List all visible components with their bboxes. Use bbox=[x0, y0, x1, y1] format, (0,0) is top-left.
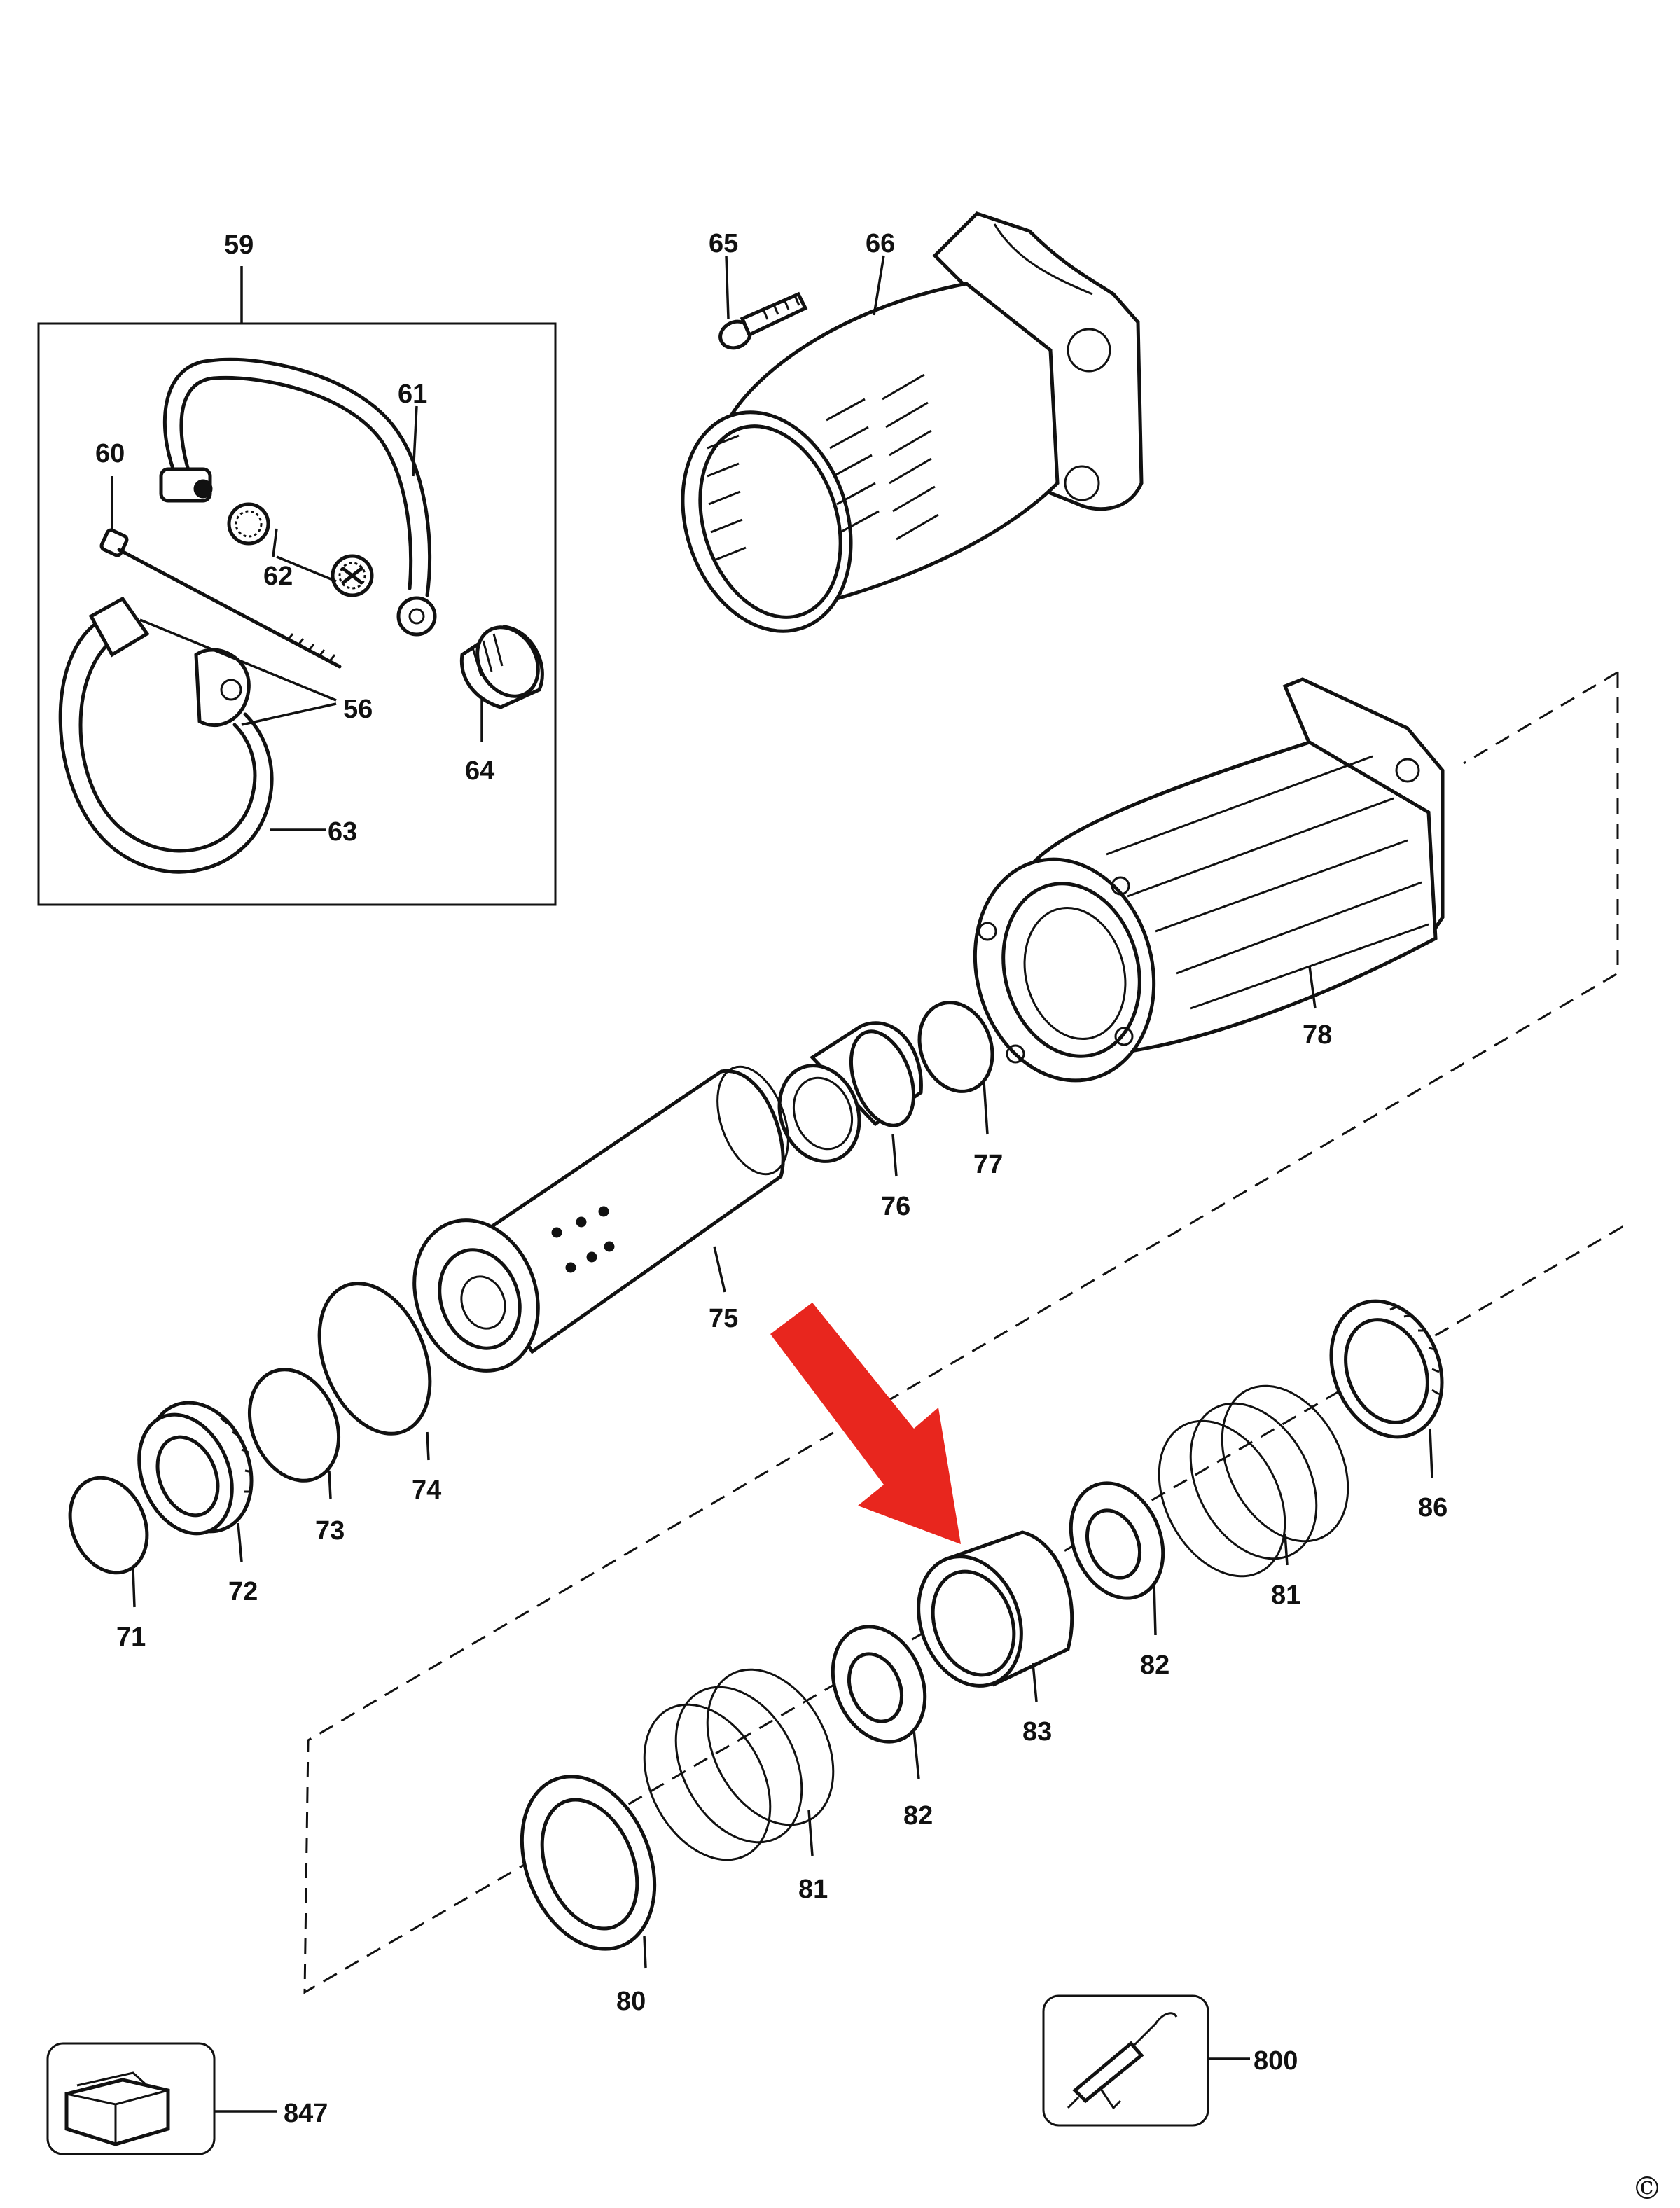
leader-75 bbox=[713, 1246, 726, 1293]
label-60[interactable]: 60 bbox=[95, 439, 125, 468]
label-847[interactable]: 847 bbox=[284, 2099, 328, 2128]
label-86[interactable]: 86 bbox=[1418, 1493, 1448, 1522]
part-64-knob[interactable] bbox=[459, 616, 550, 709]
label-71[interactable]: 71 bbox=[116, 1623, 146, 1652]
part-82-washer-right[interactable] bbox=[1055, 1469, 1180, 1612]
label-76[interactable]: 76 bbox=[881, 1192, 910, 1221]
label-73[interactable]: 73 bbox=[315, 1516, 345, 1546]
part-800-grease-gun[interactable] bbox=[1042, 1994, 1209, 2127]
label-61[interactable]: 61 bbox=[398, 380, 427, 409]
leader-81-right bbox=[1284, 1533, 1289, 1566]
label-78[interactable]: 78 bbox=[1303, 1020, 1332, 1050]
part-81-spring-left[interactable] bbox=[619, 1648, 859, 1881]
part-81-spring-right[interactable] bbox=[1134, 1364, 1373, 1597]
part-86-ring-nut[interactable] bbox=[1312, 1284, 1462, 1454]
part-74-o-ring[interactable] bbox=[298, 1267, 450, 1450]
leader-78 bbox=[1308, 966, 1317, 1009]
leader-76 bbox=[891, 1134, 898, 1177]
part-60-long-bolt[interactable] bbox=[99, 528, 342, 669]
part-76-sleeve[interactable] bbox=[766, 1021, 925, 1173]
part-73-o-ring[interactable] bbox=[234, 1356, 355, 1494]
highlight-arrow bbox=[770, 1303, 961, 1544]
label-65[interactable]: 65 bbox=[709, 229, 738, 258]
label-72[interactable]: 72 bbox=[228, 1577, 258, 1606]
part-65-screw[interactable] bbox=[716, 291, 808, 353]
part-78-motor-housing[interactable] bbox=[951, 677, 1445, 1101]
side-handle-kit-box bbox=[37, 322, 557, 906]
leader-86 bbox=[1429, 1428, 1433, 1478]
part-63-clamp-band[interactable] bbox=[58, 596, 274, 874]
label-66[interactable]: 66 bbox=[866, 229, 895, 258]
label-56[interactable]: 56 bbox=[343, 695, 373, 724]
leader-82-right bbox=[1153, 1582, 1157, 1636]
part-77-o-ring[interactable] bbox=[908, 992, 1004, 1102]
copyright-mark: © bbox=[1632, 2171, 1662, 2207]
part-82-washer-left[interactable] bbox=[817, 1613, 942, 1756]
label-63[interactable]: 63 bbox=[328, 817, 357, 847]
leader-74 bbox=[426, 1431, 430, 1461]
leader-81-left bbox=[807, 1810, 814, 1856]
label-800[interactable]: 800 bbox=[1254, 2046, 1298, 2076]
label-81-right[interactable]: 81 bbox=[1271, 1581, 1300, 1610]
part-80-seal-ring[interactable] bbox=[497, 1756, 679, 1969]
label-82-left[interactable]: 82 bbox=[903, 1801, 933, 1831]
part-75-cylinder-tube[interactable] bbox=[394, 1057, 802, 1388]
leader-66 bbox=[873, 255, 885, 316]
label-82-right[interactable]: 82 bbox=[1140, 1651, 1169, 1680]
part-66-cage-housing[interactable] bbox=[655, 211, 1144, 653]
leader-61 bbox=[412, 405, 418, 477]
part-72-threaded-ring[interactable] bbox=[123, 1387, 270, 1548]
label-59[interactable]: 59 bbox=[224, 230, 254, 260]
label-77[interactable]: 77 bbox=[973, 1150, 1003, 1179]
leader-83 bbox=[1032, 1662, 1038, 1702]
part-83-bushing[interactable] bbox=[901, 1530, 1074, 1700]
leader-65 bbox=[725, 255, 730, 319]
leader-71 bbox=[132, 1568, 136, 1608]
leader-82-left bbox=[912, 1729, 920, 1779]
part-61-handle-loop[interactable] bbox=[159, 357, 437, 637]
leader-73 bbox=[328, 1470, 332, 1499]
label-64[interactable]: 64 bbox=[465, 756, 494, 786]
part-71-o-ring[interactable] bbox=[57, 1466, 161, 1585]
label-80[interactable]: 80 bbox=[616, 1987, 646, 2016]
leader-62 bbox=[272, 528, 337, 583]
leader-56 bbox=[139, 618, 337, 726]
part-62-toothed-washers[interactable] bbox=[227, 502, 374, 597]
part-847-tool-box[interactable] bbox=[46, 2042, 216, 2155]
label-81-left[interactable]: 81 bbox=[798, 1875, 828, 1904]
label-74[interactable]: 74 bbox=[412, 1476, 441, 1505]
label-62[interactable]: 62 bbox=[263, 562, 293, 591]
label-75[interactable]: 75 bbox=[709, 1304, 738, 1333]
leader-72 bbox=[237, 1522, 243, 1562]
leader-80 bbox=[643, 1936, 647, 1969]
label-83[interactable]: 83 bbox=[1022, 1717, 1052, 1747]
leader-77 bbox=[983, 1081, 989, 1135]
